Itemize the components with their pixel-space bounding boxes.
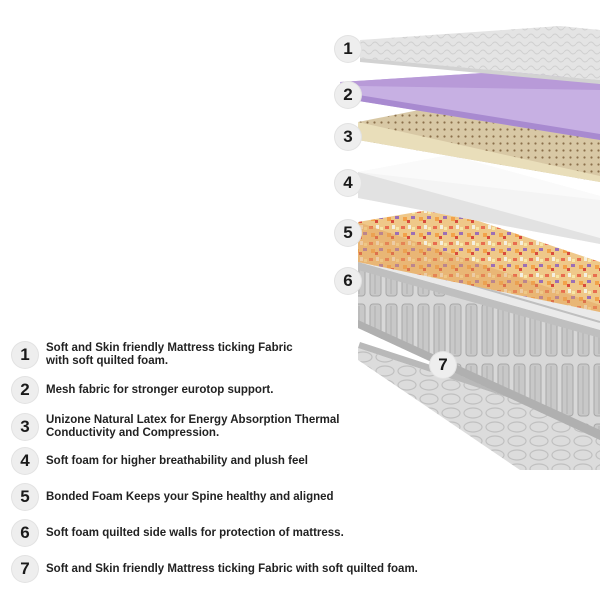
- legend-item-6: 6 Soft foam quilted side walls for prote…: [12, 520, 482, 546]
- legend-text-4: Soft foam for higher breathability and p…: [46, 454, 308, 467]
- legend-text-3: Unizone Natural Latex for Energy Absorpt…: [46, 414, 340, 439]
- illustration-badge-6: 6: [335, 268, 361, 294]
- legend-badge-2: 2: [12, 377, 38, 403]
- legend-badge-4: 4: [12, 448, 38, 474]
- layer-1-top-fabric: [360, 26, 600, 84]
- legend-text-2: Mesh fabric for stronger eurotop support…: [46, 383, 274, 396]
- legend-item-5: 5 Bonded Foam Keeps your Spine healthy a…: [12, 484, 482, 510]
- layer-4-soft-foam: [358, 155, 600, 244]
- illustration-badge-2: 2: [335, 82, 361, 108]
- legend-item-3: 3 Unizone Natural Latex for Energy Absor…: [12, 414, 482, 440]
- legend-badge-3: 3: [12, 414, 38, 440]
- legend-badge-1: 1: [12, 342, 38, 368]
- illustration-badge-3: 3: [335, 124, 361, 150]
- legend-text-6: Soft foam quilted side walls for protect…: [46, 526, 344, 539]
- legend-text-1: Soft and Skin friendly Mattress ticking …: [46, 342, 293, 367]
- legend-text-7: Soft and Skin friendly Mattress ticking …: [46, 562, 418, 575]
- legend-item-1: 1 Soft and Skin friendly Mattress tickin…: [12, 342, 482, 368]
- legend-item-7: 7 Soft and Skin friendly Mattress tickin…: [12, 556, 482, 582]
- layer-5-bonded-foam: [358, 208, 600, 312]
- legend-text-5: Bonded Foam Keeps your Spine healthy and…: [46, 490, 334, 503]
- legend-badge-7: 7: [12, 556, 38, 582]
- legend-badge-6: 6: [12, 520, 38, 546]
- illustration-badge-7: 7: [430, 352, 456, 378]
- illustration-badge-5: 5: [335, 220, 361, 246]
- legend-badge-5: 5: [12, 484, 38, 510]
- legend-item-2: 2 Mesh fabric for stronger eurotop suppo…: [12, 377, 482, 403]
- illustration-badge-1: 1: [335, 36, 361, 62]
- illustration-badge-4: 4: [335, 170, 361, 196]
- legend-item-4: 4 Soft foam for higher breathability and…: [12, 448, 482, 474]
